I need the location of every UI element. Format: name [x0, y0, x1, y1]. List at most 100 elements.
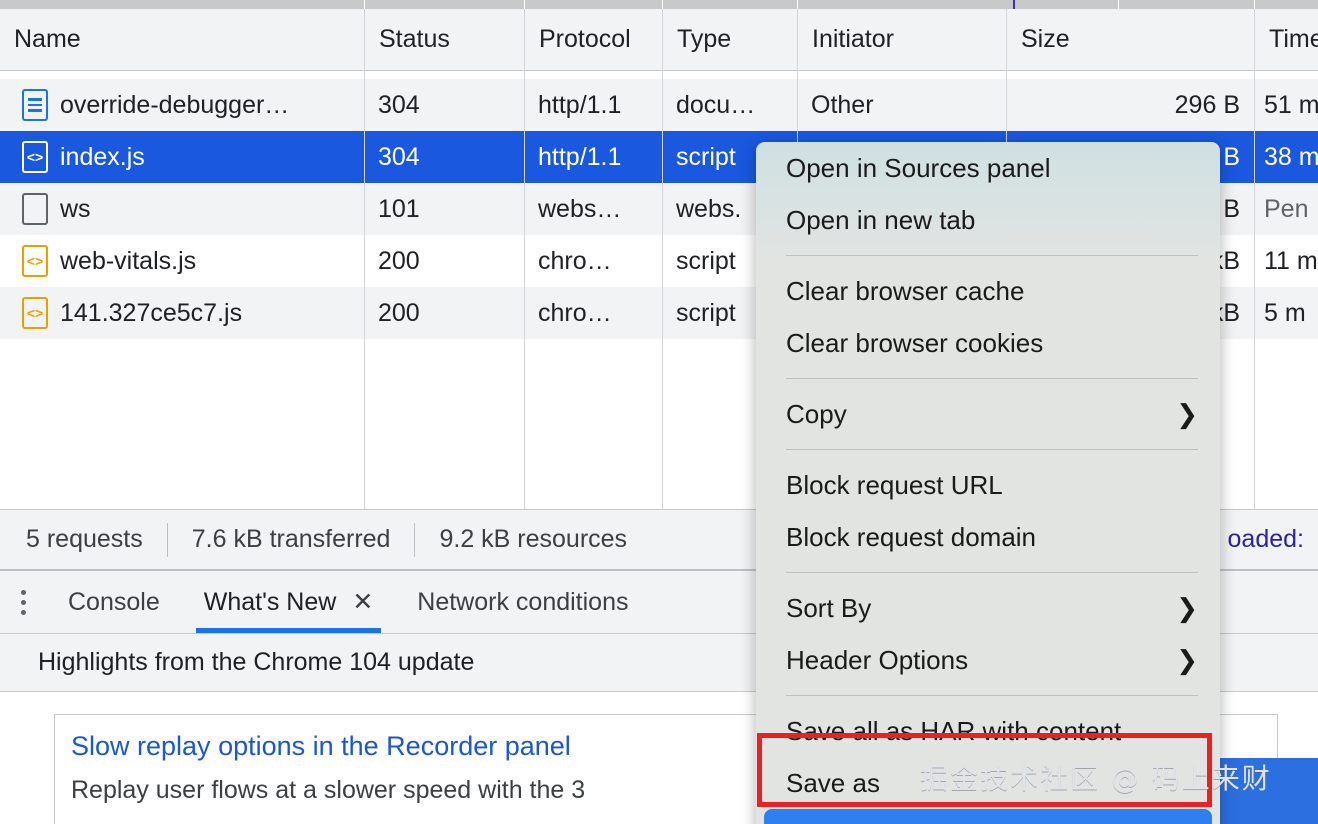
blank-file-icon	[22, 193, 48, 225]
cell-type: webs.	[676, 194, 742, 223]
summary-domcontentloaded: oaded:	[1227, 525, 1304, 553]
column-header-status[interactable]: Status	[364, 9, 524, 70]
cell-status: 304	[378, 90, 420, 119]
cell-type: script	[676, 142, 736, 171]
table-header-row[interactable]: Name Status Protocol Type Initiator Size…	[0, 9, 1318, 71]
cell-size: B	[1223, 194, 1240, 223]
menu-item-label: Sort By	[786, 592, 872, 623]
divider	[166, 522, 168, 557]
cell-type: script	[676, 246, 736, 275]
tab-network-conditions[interactable]: Network conditions	[395, 571, 650, 633]
cell-status: 304	[378, 142, 420, 171]
menu-item-copy[interactable]: Copy ❯	[756, 388, 1220, 440]
tab-console[interactable]: Console	[46, 571, 182, 633]
menu-item-clear-browser-cookies[interactable]: Clear browser cookies	[756, 317, 1220, 369]
menu-item-label: Open in new tab	[786, 204, 976, 235]
menu-item-label: Block request domain	[786, 521, 1037, 552]
whats-new-card-title[interactable]: Slow replay options in the Recorder pane…	[71, 731, 571, 761]
menu-item-label: Save as	[786, 767, 880, 798]
cell-status: 101	[378, 194, 420, 223]
request-context-menu[interactable]: Open in Sources panel Open in new tab Cl…	[756, 142, 1220, 824]
table-row[interactable]: override-debugger… 304 http/1.1 docu… Ot…	[0, 79, 1318, 131]
active-tab-indicator	[195, 628, 382, 633]
column-divider[interactable]	[1254, 9, 1255, 509]
cell-size: B	[1223, 142, 1240, 171]
cell-type: script	[676, 298, 736, 327]
summary-transferred: 7.6 kB transferred	[191, 525, 391, 553]
column-header-time[interactable]: Time	[1254, 9, 1318, 70]
menu-item-block-request-domain[interactable]: Block request domain	[756, 511, 1220, 563]
menu-item-save-as[interactable]: Save as	[756, 757, 1220, 809]
tab-whats-new[interactable]: What's New ✕	[182, 571, 396, 633]
menu-separator	[786, 378, 1198, 379]
cell-size: 296 B	[1174, 90, 1240, 119]
cell-time: 38 m	[1264, 142, 1318, 171]
document-icon	[22, 89, 48, 121]
menu-item-label: Clear browser cookies	[786, 327, 1044, 358]
cell-protocol: chro…	[538, 246, 612, 275]
menu-separator	[786, 255, 1198, 256]
chevron-right-icon: ❯	[1176, 398, 1198, 429]
cell-initiator: Other	[811, 90, 874, 119]
menu-item-save-for-overrides[interactable]: Save for overrides	[764, 809, 1212, 824]
summary-resources: 9.2 kB resources	[439, 525, 628, 553]
column-header-name[interactable]: Name	[14, 25, 81, 53]
more-options-icon[interactable]	[0, 571, 46, 633]
cell-status: 200	[378, 298, 420, 327]
menu-item-open-in-new-tab[interactable]: Open in new tab	[756, 194, 1220, 246]
request-name: override-debugger…	[60, 90, 290, 119]
column-divider[interactable]	[662, 9, 663, 509]
tab-label: What's New	[203, 587, 337, 616]
column-header-type[interactable]: Type	[662, 9, 797, 70]
menu-item-header-options[interactable]: Header Options ❯	[756, 634, 1220, 686]
watermark-text: 掘金技术社区 @ 码上来财	[920, 762, 1272, 795]
cell-protocol: chro…	[538, 298, 612, 327]
cell-time: 51 m	[1264, 90, 1318, 119]
menu-separator	[786, 695, 1198, 696]
menu-item-label: Clear browser cache	[786, 275, 1025, 306]
cell-type: docu…	[676, 90, 756, 119]
cell-time: 5 m	[1264, 298, 1306, 327]
menu-separator	[786, 449, 1198, 450]
menu-item-label: Header Options	[786, 644, 969, 675]
menu-item-block-request-url[interactable]: Block request URL	[756, 459, 1220, 511]
request-name: index.js	[60, 142, 145, 171]
cell-status: 200	[378, 246, 420, 275]
column-divider[interactable]	[364, 9, 365, 509]
menu-item-label: Save all as HAR with content	[786, 715, 1122, 746]
menu-item-save-all-as-har-with-content[interactable]: Save all as HAR with content	[756, 705, 1220, 757]
menu-item-clear-browser-cache[interactable]: Clear browser cache	[756, 265, 1220, 317]
menu-item-label: Open in Sources panel	[786, 152, 1051, 183]
divider	[414, 522, 416, 557]
column-header-size[interactable]: Size	[1006, 9, 1254, 70]
cell-time: 11 m	[1264, 246, 1318, 275]
tab-label: Network conditions	[417, 587, 629, 616]
column-header-initiator[interactable]: Initiator	[797, 9, 1006, 70]
chevron-right-icon: ❯	[1176, 592, 1198, 623]
script-icon: <>	[22, 297, 48, 329]
chevron-right-icon: ❯	[1176, 644, 1198, 675]
script-icon: <>	[22, 245, 48, 277]
whats-new-card[interactable]: Slow replay options in the Recorder pane…	[54, 714, 1278, 824]
column-divider[interactable]	[524, 9, 525, 509]
whats-new-card-description: Replay user flows at a slower speed with…	[71, 776, 586, 804]
cell-protocol: http/1.1	[538, 90, 622, 119]
menu-item-sort-by[interactable]: Sort By ❯	[756, 582, 1220, 634]
cell-name: <> web-vitals.js	[0, 235, 364, 287]
cell-name: override-debugger…	[0, 79, 364, 131]
menu-item-open-in-sources-panel[interactable]: Open in Sources panel	[756, 142, 1220, 194]
table-body[interactable]: override-debugger… 304 http/1.1 docu… Ot…	[0, 79, 1318, 509]
request-name: 141.327ce5c7.js	[60, 298, 243, 327]
cell-protocol: webs…	[538, 194, 622, 223]
timeline-overview-edge	[0, 0, 1318, 9]
cell-name: ws	[0, 183, 364, 235]
menu-item-label: Save for overrides	[786, 819, 997, 824]
cell-protocol: http/1.1	[538, 142, 622, 171]
menu-separator	[786, 572, 1198, 573]
cell-time: Pen	[1264, 194, 1309, 223]
menu-item-label: Copy	[786, 398, 847, 429]
column-header-protocol[interactable]: Protocol	[524, 9, 662, 70]
script-icon: <>	[22, 141, 48, 173]
close-icon[interactable]: ✕	[352, 587, 374, 616]
